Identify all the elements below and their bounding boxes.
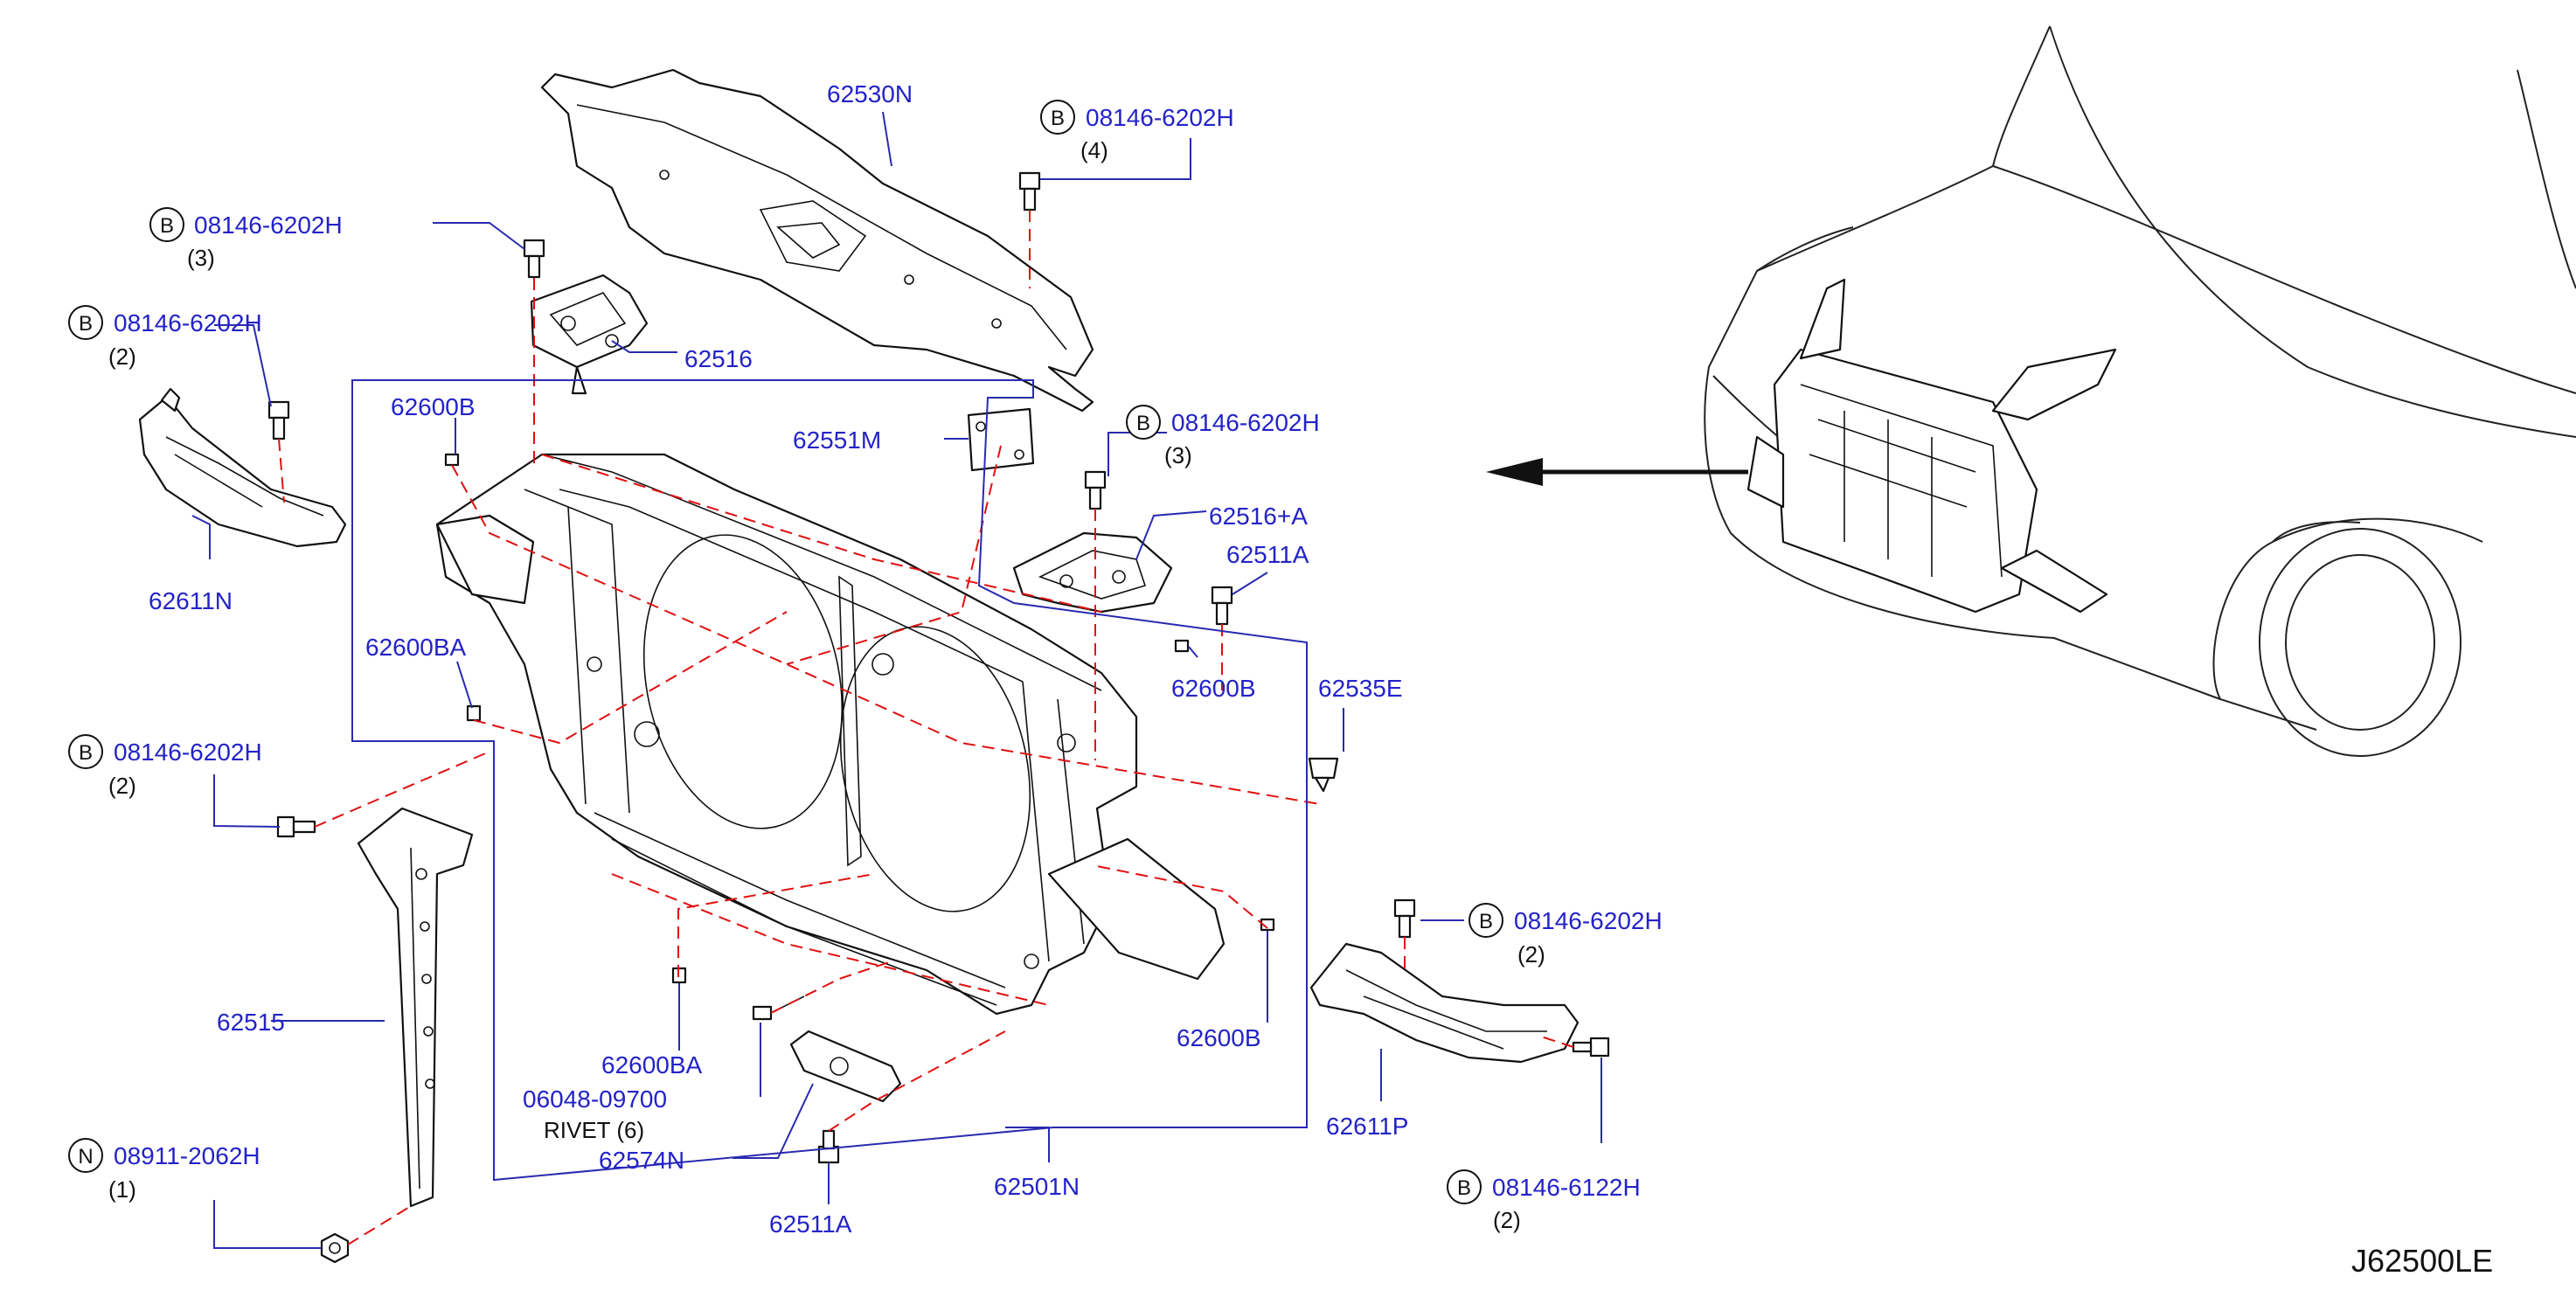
leader-lines xyxy=(191,111,1602,1249)
label-62516A: 62516+A xyxy=(1209,503,1308,530)
label-06048-09700: 06048-09700 xyxy=(523,1085,667,1113)
bolt-icons xyxy=(267,171,1610,1264)
part-62574N-plate xyxy=(789,1030,902,1103)
part-62516-bracket xyxy=(530,274,649,395)
label-08146-6202H: 08146-6202H xyxy=(1086,104,1234,131)
part-62530N-upper-cover xyxy=(540,68,1094,413)
prefix-letter: B xyxy=(1457,1176,1471,1200)
bolt-icon xyxy=(1211,586,1233,626)
assembly-lines xyxy=(278,210,1574,1245)
qty-label: (1) xyxy=(108,1176,136,1203)
qty-label: (2) xyxy=(108,773,136,799)
prefix-letter: B xyxy=(1479,910,1493,933)
clip-62600B-icon xyxy=(1174,639,1190,653)
bolt-prefix-icon xyxy=(1447,1169,1482,1204)
label-62535E: 62535E xyxy=(1318,675,1403,702)
part-62501N-core-support xyxy=(435,453,1226,1016)
label-08146-6202H: 08146-6202H xyxy=(194,212,343,239)
installed-core-support xyxy=(1746,278,2117,614)
bolt-icon xyxy=(276,815,316,838)
label-62516: 62516 xyxy=(684,345,753,372)
bolt-prefix-icon xyxy=(149,207,184,242)
bolt-prefix-icon xyxy=(1469,903,1503,938)
nut-prefix-icon xyxy=(68,1138,103,1173)
bolt-icon xyxy=(1084,470,1107,510)
bolt-icon xyxy=(1572,1037,1610,1058)
label-62574N: 62574N xyxy=(599,1147,684,1174)
bolt-prefix-icon xyxy=(68,734,103,769)
direction-arrow-head xyxy=(1486,458,1543,486)
label-62600BA: 62600BA xyxy=(601,1051,703,1079)
bolt-prefix-icon xyxy=(68,305,103,340)
label-62501N: 62501N xyxy=(994,1173,1080,1200)
label-62511A: 62511A xyxy=(1226,541,1309,568)
part-62611N-bracket xyxy=(138,387,347,548)
bolt-icon xyxy=(523,239,545,279)
label-62611P: 62611P xyxy=(1326,1113,1408,1140)
prefix-letter: B xyxy=(1136,412,1150,435)
qty-label: (3) xyxy=(187,245,215,271)
nut-icon xyxy=(320,1232,350,1264)
label-62600B: 62600B xyxy=(1171,675,1256,702)
prefix-letter: B xyxy=(160,214,174,238)
part-62551M-plate xyxy=(967,407,1035,472)
qty-label: (2) xyxy=(1517,941,1545,968)
part-62611P-bracket xyxy=(1309,942,1580,1064)
callout-prefix-circles xyxy=(68,100,1503,1204)
clip-icon xyxy=(1308,757,1339,793)
prefix-letter: B xyxy=(79,741,93,765)
label-08146-6202H: 08146-6202H xyxy=(1514,907,1663,934)
qty-label: (2) xyxy=(108,343,136,370)
bolt-icon xyxy=(1018,171,1041,212)
label-62600B: 62600B xyxy=(391,393,476,420)
label-62515: 62515 xyxy=(217,1009,285,1036)
label-08146-6122H: 08146-6122H xyxy=(1492,1174,1641,1201)
bolt-icon xyxy=(1393,898,1416,939)
callout-labels: 62530N B 08146-6202H (4) B 08146-6202H (… xyxy=(78,80,2493,1279)
prefix-letter: B xyxy=(79,312,93,336)
prefix-letter: B xyxy=(1051,107,1065,130)
label-08146-6202H: 08146-6202H xyxy=(1171,409,1320,436)
label-rivet: RIVET (6) xyxy=(544,1117,644,1143)
prefix-letter: N xyxy=(78,1145,93,1169)
qty-label: (3) xyxy=(1164,442,1192,468)
qty-label: (2) xyxy=(1493,1207,1521,1233)
exploded-parts-view xyxy=(68,68,1610,1264)
clip-62600B-icon xyxy=(444,453,460,467)
label-08146-6202H: 08146-6202H xyxy=(114,309,262,336)
bolt-prefix-icon xyxy=(1040,100,1075,135)
label-62511A: 62511A xyxy=(769,1210,852,1238)
label-62530N: 62530N xyxy=(827,80,913,108)
label-62600B: 62600B xyxy=(1177,1024,1261,1051)
part-62515-stay xyxy=(357,807,474,1208)
label-62600BA: 62600BA xyxy=(365,634,467,661)
label-08911-2062H: 08911-2062H xyxy=(114,1142,260,1169)
clip-62600BA-icon xyxy=(466,704,482,722)
diagram-code: J62500LE xyxy=(2351,1243,2493,1279)
label-08146-6202H: 08146-6202H xyxy=(114,739,262,766)
qty-label: (4) xyxy=(1080,137,1108,163)
clip-62600B-icon xyxy=(1260,918,1275,932)
bolt-prefix-icon xyxy=(1126,405,1161,440)
label-62611N: 62611N xyxy=(149,587,233,614)
part-62516A-bracket xyxy=(1012,531,1173,614)
bolt-icon xyxy=(267,400,290,440)
bolt-icon xyxy=(817,1129,840,1164)
vehicle-reference-illustration xyxy=(1486,25,2576,757)
label-62551M: 62551M xyxy=(793,427,881,454)
